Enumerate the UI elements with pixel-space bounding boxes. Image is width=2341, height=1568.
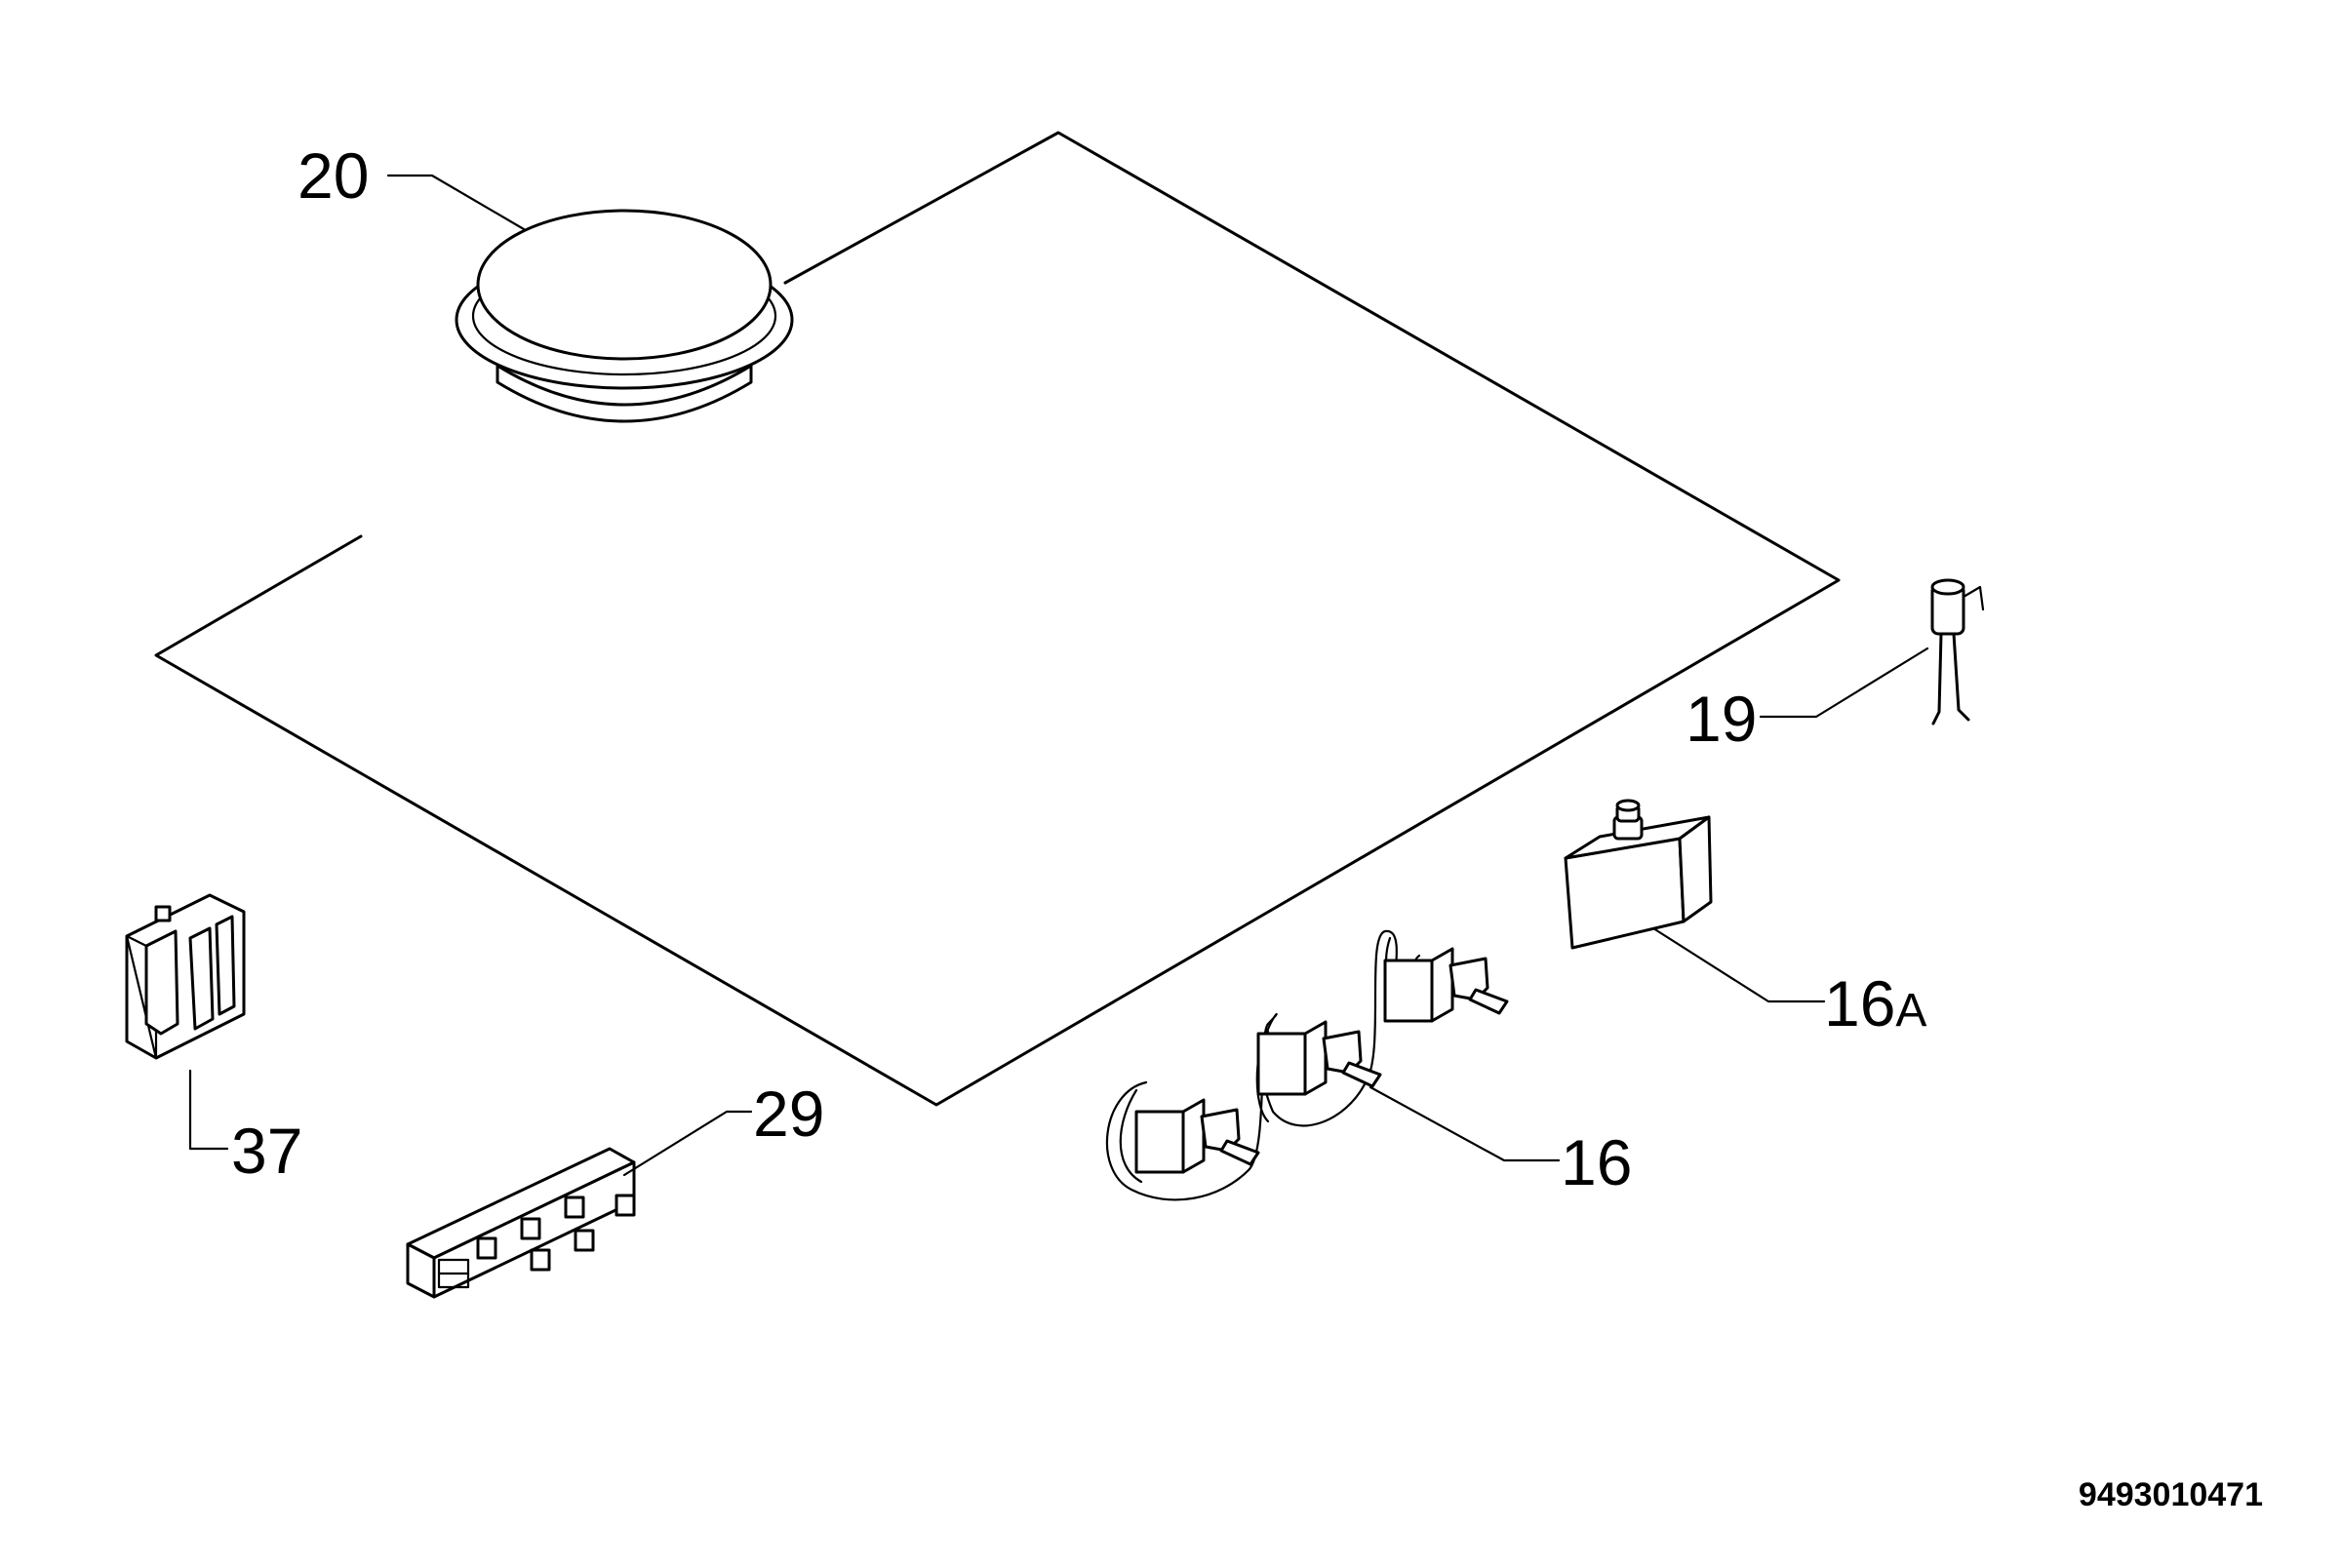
leader-16a (1651, 926, 1826, 1003)
part-label-20: 20 (298, 139, 369, 212)
part-29-drawing (406, 1147, 636, 1299)
leader-20 (386, 174, 526, 231)
part-label-37: 37 (231, 1115, 302, 1187)
hob-plate (154, 131, 1841, 1107)
leader-37 (188, 1069, 229, 1151)
part-label-16: 16 (1561, 1126, 1632, 1198)
part-19-drawing (1930, 578, 1985, 725)
part-37-drawing (125, 893, 246, 1060)
part-label-16a: 16A (1824, 967, 1926, 1039)
leader-19 (1759, 647, 1929, 719)
part-16-drawing (1105, 929, 1509, 1201)
leader-16 (1369, 1085, 1561, 1162)
part-label-16a-suffix: A (1895, 985, 1926, 1037)
part-16a-drawing (1564, 799, 1713, 950)
part-20-drawing (455, 209, 794, 423)
part-label-19: 19 (1686, 683, 1757, 755)
part-label-29: 29 (753, 1078, 824, 1150)
drawing-code: 9493010471 (2079, 1476, 2263, 1513)
leader-lines (188, 174, 1929, 1177)
part-label-16a-number: 16 (1824, 967, 1895, 1039)
leader-29 (622, 1110, 753, 1177)
